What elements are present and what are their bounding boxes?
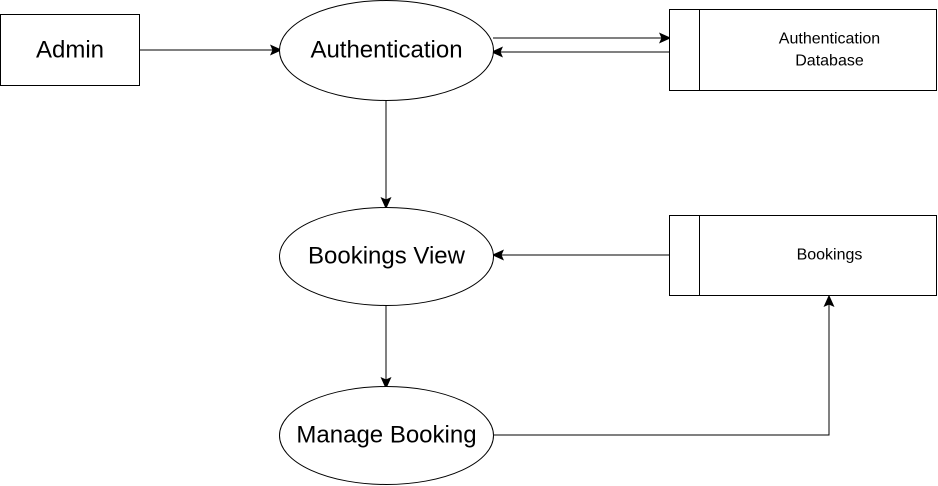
manage-booking-process: Manage Booking <box>279 386 494 485</box>
edge-admin-to-authentication <box>139 44 283 56</box>
auth-database-store: Authentication Database <box>669 9 937 91</box>
bookings-store: Bookings <box>669 215 937 296</box>
bookings-view-process: Bookings View <box>279 207 494 306</box>
admin-label: Admin <box>36 37 104 64</box>
edge-authentication-to-bookings-view <box>380 101 392 210</box>
edge-bookings-to-bookings-view <box>491 249 669 261</box>
edges <box>139 32 835 436</box>
manage-booking-label: Manage Booking <box>296 422 476 449</box>
authentication-process: Authentication <box>279 0 494 101</box>
auth-database-label-line-2: Database <box>795 53 864 70</box>
edge-auth-database-to-authentication <box>490 46 669 58</box>
edge-authentication-to-auth-database <box>493 32 672 44</box>
edge-bookings-view-to-manage-booking <box>380 306 392 390</box>
auth-database-label-line-1: Authentication <box>779 31 880 48</box>
admin-entity: Admin <box>0 14 140 86</box>
edge-manage-booking-to-bookings <box>494 294 835 436</box>
bookings-view-label: Bookings View <box>308 243 466 270</box>
authentication-label: Authentication <box>310 37 462 64</box>
bookings-store-label: Bookings <box>797 247 863 264</box>
